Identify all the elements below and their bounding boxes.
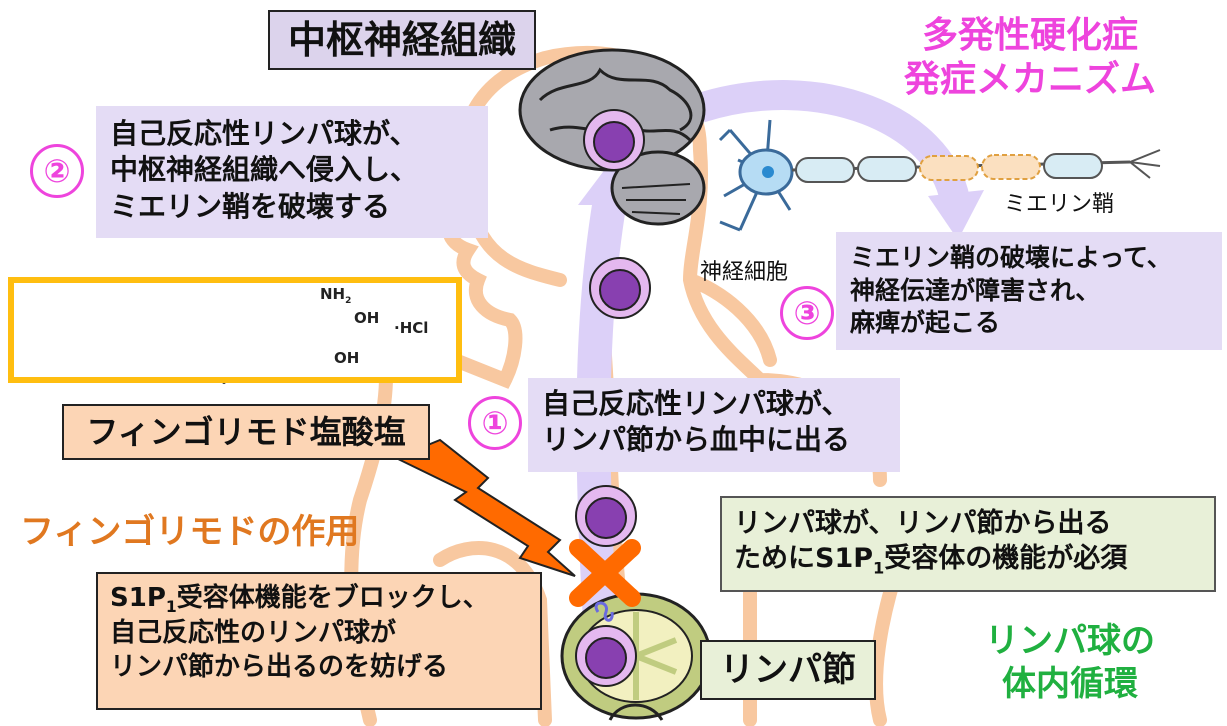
lymph-node-label: リンパ節 xyxy=(700,640,876,700)
action-line-3: リンパ節から出るのを妨げる xyxy=(110,652,449,683)
circulation-line-2: 体内循環 xyxy=(1002,663,1138,704)
action-line-1: S1P1受容体機能をブロックし、 xyxy=(110,583,489,617)
step-1-number: ① xyxy=(468,396,522,450)
chem-oh-label-1: OH xyxy=(354,309,380,327)
ms-mechanism-title: 多発性硬化症 発症メカニズム xyxy=(880,14,1180,102)
action-line-2: 自己反応性のリンパ球が xyxy=(110,618,397,649)
mechanism-arc-arrow-head xyxy=(928,190,984,240)
block-cross-mark xyxy=(569,539,641,607)
step-3-box: ミエリン鞘の破壊によって、 神経伝達が障害され、 麻痺が起こる xyxy=(836,232,1222,350)
lymphocyte-circulation-label: リンパ球の 体内循環 xyxy=(950,620,1190,705)
step-2-number: ② xyxy=(30,144,84,198)
drug-name-label: フィンゴリモド塩酸塩 xyxy=(62,404,430,460)
requirement-line-2: ためにS1P1受容体の機能が必須 xyxy=(734,543,1128,578)
chemical-structure-frame: NH2 OH OH ·HCl xyxy=(8,277,462,383)
cns-tissue-label: 中枢神経組織 xyxy=(268,10,536,70)
lymphocyte-neck xyxy=(589,257,651,319)
drug-action-title: フィンゴリモドの作用 xyxy=(20,512,360,552)
step-2-line-3: ミエリン鞘を破壊する xyxy=(110,189,391,223)
lymph-node-illustration xyxy=(560,592,712,721)
step-1-box: 自己反応性リンパ球が、 リンパ節から血中に出る xyxy=(528,378,900,472)
step-3-line-3: 麻痺が起こる xyxy=(850,308,1001,337)
lightning-bolt xyxy=(393,438,576,577)
ms-title-line-2: 発症メカニズム xyxy=(903,58,1156,100)
step-2-line-1: 自己反応性リンパ球が、 xyxy=(110,117,418,150)
step-1-line-1: 自己反応性リンパ球が、 xyxy=(542,387,850,420)
chem-nh2-label: NH2 xyxy=(320,285,352,306)
mechanism-arc-arrow xyxy=(695,80,970,204)
step-2-box: 自己反応性リンパ球が、 中枢神経組織へ侵入し、 ミエリン鞘を破壊する xyxy=(96,106,488,238)
chem-oh-label-2: OH xyxy=(334,349,360,367)
neuron-illustration xyxy=(718,119,1161,232)
step-1-line-2: リンパ節から血中に出る xyxy=(542,423,851,457)
ms-title-line-1: 多発性硬化症 xyxy=(921,15,1138,56)
step-3-line-1: ミエリン鞘の破壊によって、 xyxy=(850,243,1172,272)
circulation-line-1: リンパ球の xyxy=(985,621,1155,661)
neuron-label: 神経細胞 xyxy=(700,260,789,285)
step-3-number: ③ xyxy=(780,286,834,340)
lymphocyte-brain xyxy=(583,109,645,171)
requirement-line-1: リンパ球が、リンパ節から出る xyxy=(734,508,1112,539)
myelin-sheath-label: ミエリン鞘 xyxy=(1004,192,1115,217)
lymphocyte-blood xyxy=(575,485,637,547)
step-3-line-2: 神経伝達が障害され、 xyxy=(850,275,1101,305)
s1p1-requirement-box: リンパ球が、リンパ節から出る ためにS1P1受容体の機能が必須 xyxy=(720,496,1216,592)
chem-hcl-label: ·HCl xyxy=(394,319,429,337)
step-2-line-2: 中枢神経組織へ侵入し、 xyxy=(110,153,419,187)
drug-action-box: S1P1受容体機能をブロックし、 自己反応性のリンパ球が リンパ節から出るのを妨… xyxy=(96,572,542,710)
